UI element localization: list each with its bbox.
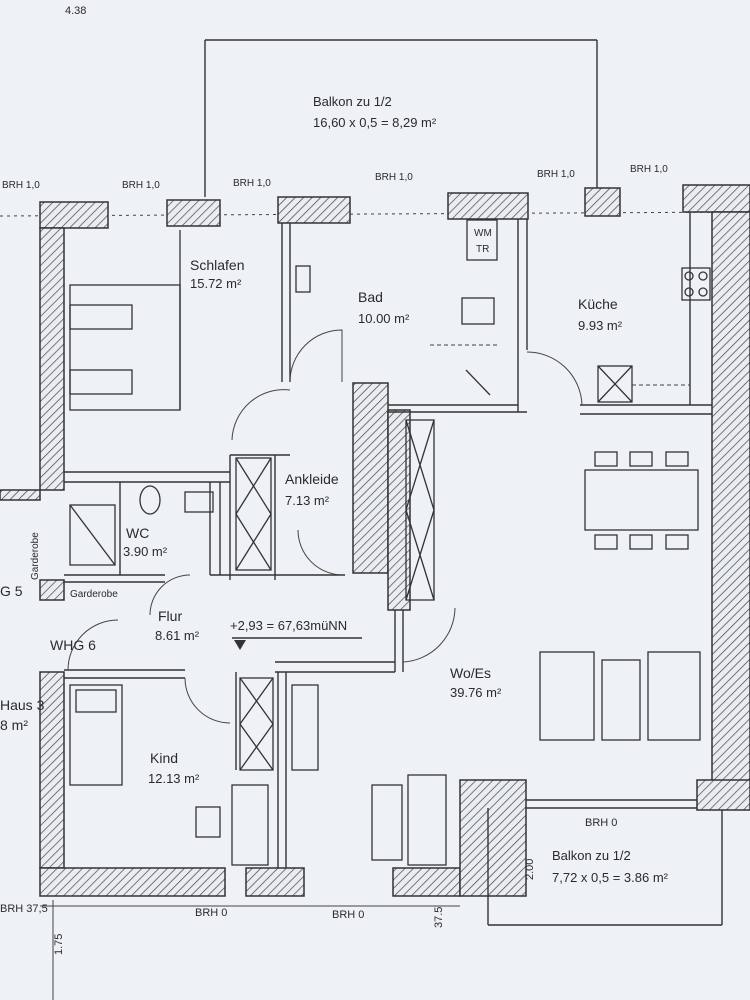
- room-area-ankleide: 7.13 m²: [285, 493, 330, 508]
- room-area-flur: 8.61 m²: [155, 628, 200, 643]
- furniture: WM TR: [69, 219, 711, 866]
- brh-mid1-label: BRH 0: [195, 907, 227, 919]
- dim-left-label: 1.75: [53, 934, 65, 955]
- balcony-bottom-depth: 2.00: [524, 859, 536, 880]
- room-area-schlafen: 15.72 m²: [190, 276, 242, 291]
- walls: [0, 184, 750, 897]
- elevation-label: +2,93 = 67,63müNN: [230, 618, 347, 633]
- garderobe-vertical-label: Garderobe: [30, 532, 41, 580]
- brh-label: BRH 1,0: [630, 164, 668, 175]
- balcony-top: Balkon zu 1/2 16,60 x 0,5 = 8,29 m²: [204, 39, 598, 197]
- wardrobe-boxes: [235, 419, 435, 771]
- neighbour-area-label: 8 m²: [0, 717, 28, 733]
- room-labels: Schlafen 15.72 m² Bad 10.00 m² Küche 9.9…: [123, 257, 623, 786]
- top-dimension: 4.38: [65, 5, 86, 17]
- room-area-wc: 3.90 m²: [123, 544, 168, 559]
- tr-label: TR: [476, 244, 489, 255]
- elevation-marker: +2,93 = 67,63müNN: [230, 618, 362, 650]
- bottom-dimensions: BRH 37,5 BRH 0 BRH 0 1.75 37.5: [0, 900, 460, 1000]
- room-name-wc: WC: [126, 525, 149, 541]
- elevation-triangle-icon: [234, 640, 246, 650]
- room-area-kind: 12.13 m²: [148, 771, 200, 786]
- balcony-top-label: Balkon zu 1/2: [313, 94, 392, 109]
- brh-mid2-label: BRH 0: [332, 909, 364, 921]
- balcony-bottom-brh: BRH 0: [585, 817, 617, 829]
- brh-label: BRH 1,0: [2, 180, 40, 191]
- wm-label: WM: [474, 228, 492, 239]
- brh-labels: BRH 1,0 BRH 1,0 BRH 1,0 BRH 1,0 BRH 1,0 …: [2, 164, 668, 191]
- neighbour-haus-label: Haus 3: [0, 697, 45, 713]
- room-name-kind: Kind: [150, 750, 178, 766]
- brh-label: BRH 1,0: [233, 178, 271, 189]
- doors: [67, 329, 583, 724]
- partitions: [64, 212, 723, 926]
- room-name-flur: Flur: [158, 608, 182, 624]
- room-name-bad: Bad: [358, 289, 383, 305]
- brh-label: BRH 1,0: [537, 169, 575, 180]
- room-area-bad: 10.00 m²: [358, 311, 410, 326]
- balcony-bottom-calc: 7,72 x 0,5 = 3.86 m²: [552, 870, 669, 885]
- room-area-woes: 39.76 m²: [450, 685, 502, 700]
- room-name-schlafen: Schlafen: [190, 257, 244, 273]
- garderobe-label: Garderobe: [70, 589, 118, 600]
- whg-label: WHG 6: [50, 637, 96, 653]
- balcony-bottom-label: Balkon zu 1/2: [552, 848, 631, 863]
- brh-label: BRH 1,0: [122, 180, 160, 191]
- balcony-bottom: BRH 0 Balkon zu 1/2 7,72 x 0,5 = 3.86 m²…: [524, 817, 669, 885]
- dim-mid-label: 37.5: [433, 907, 445, 928]
- room-name-kueche: Küche: [578, 296, 618, 312]
- neighbour-g-label: G 5: [0, 583, 23, 599]
- room-name-ankleide: Ankleide: [285, 471, 339, 487]
- room-area-kueche: 9.93 m²: [578, 318, 623, 333]
- balcony-top-calc: 16,60 x 0,5 = 8,29 m²: [313, 115, 437, 130]
- brh-label: BRH 1,0: [375, 172, 413, 183]
- room-name-woes: Wo/Es: [450, 665, 491, 681]
- brh-left-label: BRH 37,5: [0, 903, 48, 915]
